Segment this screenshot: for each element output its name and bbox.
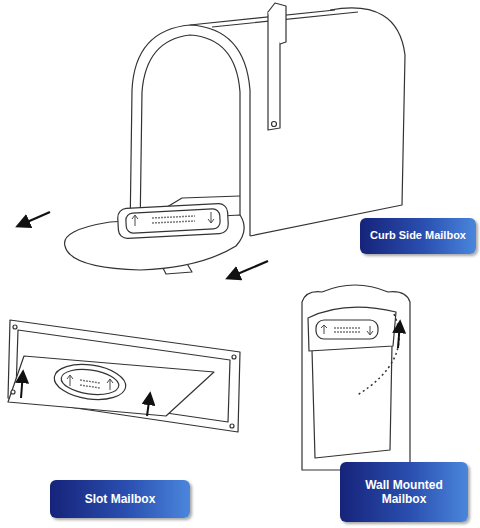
label-box: Wall Mounted Mailbox: [340, 462, 468, 522]
lift-arrow: [398, 322, 400, 348]
wall-backplate: [302, 285, 410, 470]
lid-swing: [356, 314, 399, 396]
device-arrows: [67, 375, 113, 390]
mailbox-front-arch: [130, 25, 250, 236]
label-text: Slot Mailbox: [85, 492, 156, 506]
device-panel: [126, 209, 221, 234]
mailbox-back: [250, 8, 405, 236]
flag-pivot: [272, 122, 277, 127]
alert-device: [316, 320, 378, 339]
flag: [268, 3, 286, 44]
push-arrow: [147, 394, 150, 416]
screw: [232, 355, 236, 359]
mailbox-opening: [140, 35, 240, 232]
slot-flap: [8, 356, 214, 416]
slot-frame: [8, 320, 240, 432]
device-print: [334, 328, 360, 332]
label-text: Curb Side Mailbox: [370, 229, 466, 242]
pull-arrow: [18, 212, 50, 226]
push-arrow: [21, 372, 23, 398]
device-arrows: [321, 325, 373, 335]
curb-mailbox: [65, 3, 405, 274]
slot-mailbox: [8, 320, 240, 432]
device-panel: [60, 366, 121, 398]
label-box: Slot Mailbox: [50, 480, 190, 518]
label-text: Wall Mounted Mailbox: [348, 478, 460, 507]
pull-arrow: [228, 261, 268, 278]
device-arrows: [132, 212, 214, 226]
label-box: Curb Side Mailbox: [360, 218, 476, 254]
wall-mailbox: [302, 285, 410, 470]
wall-box-lid: [308, 307, 396, 351]
device-print: [80, 380, 100, 388]
alert-device: [52, 360, 128, 404]
screw: [11, 390, 15, 394]
device-print: [152, 216, 195, 223]
screw: [230, 424, 234, 428]
wall-box-body: [312, 345, 392, 458]
alert-device: [117, 203, 228, 239]
screw: [13, 325, 17, 329]
